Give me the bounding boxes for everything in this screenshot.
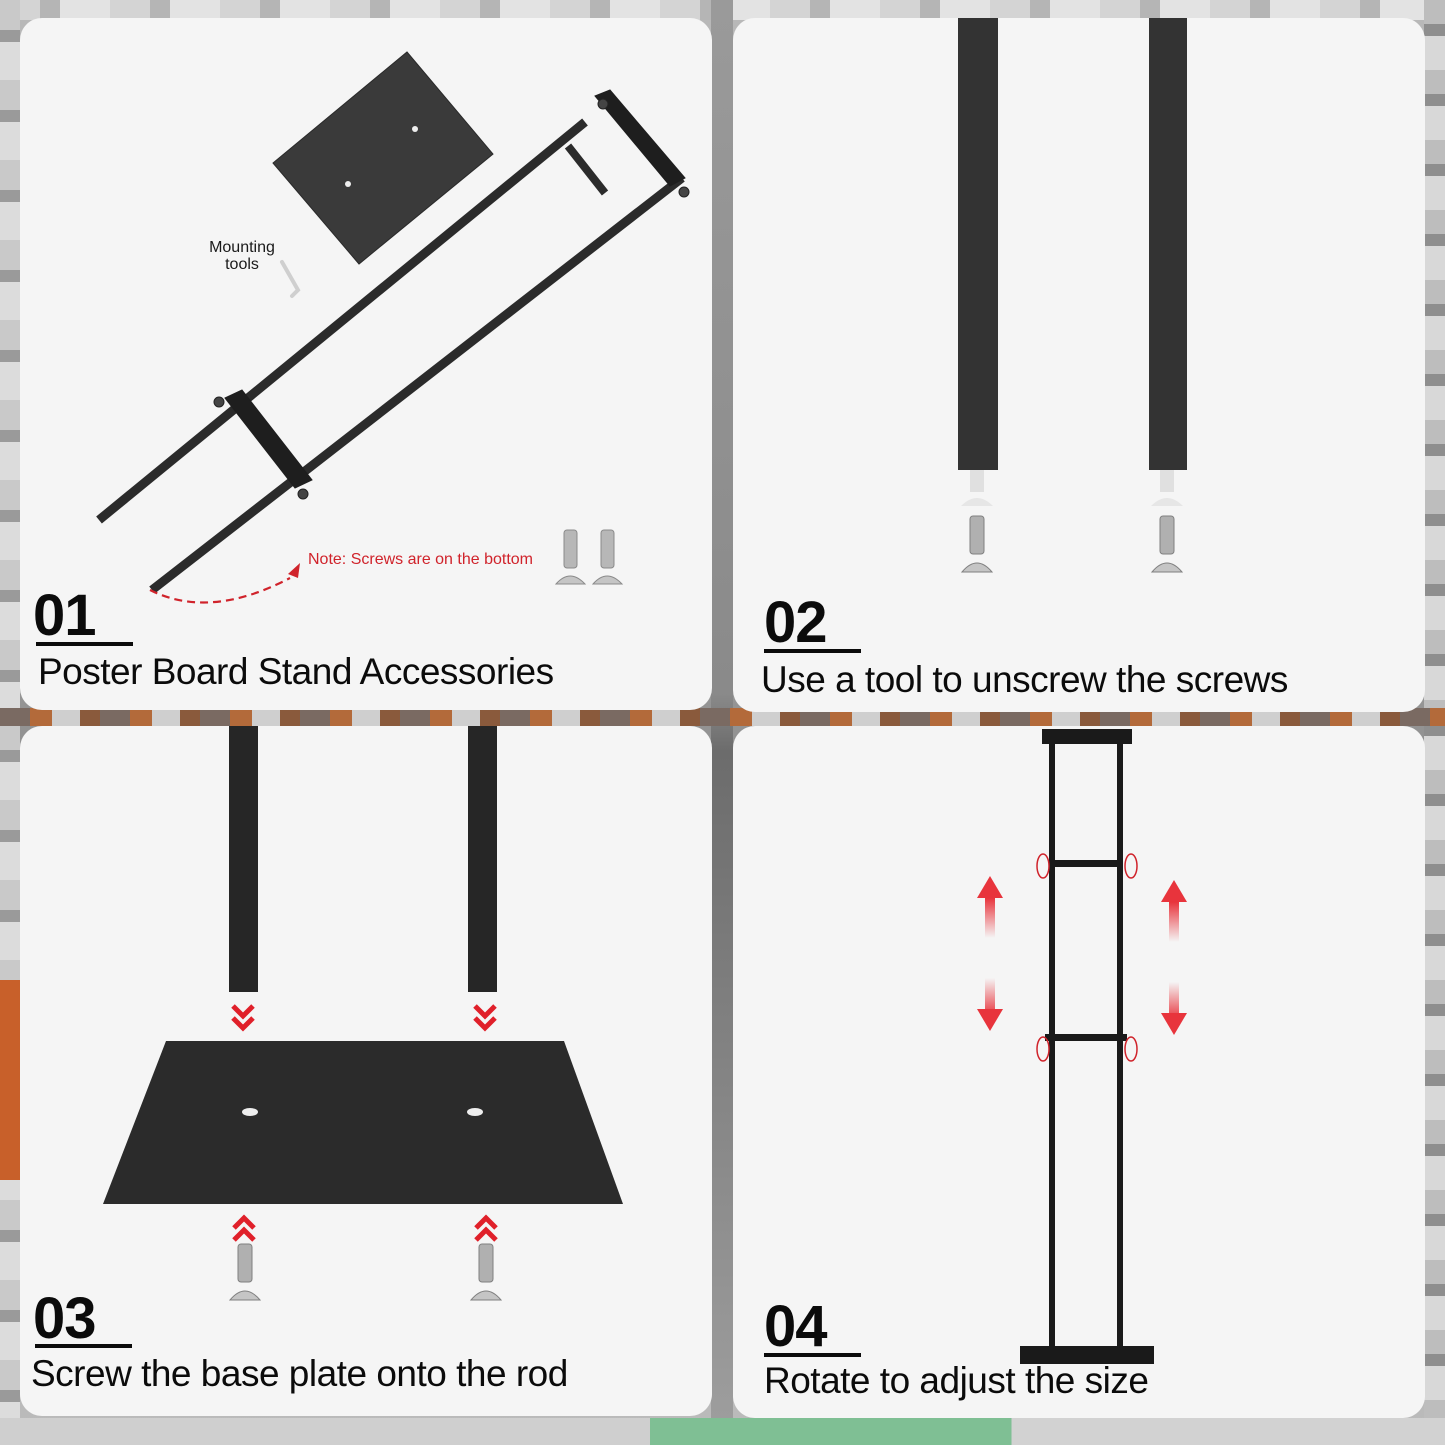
step-number: 03 — [33, 1286, 97, 1351]
step-caption: Screw the base plate onto the rod — [31, 1353, 568, 1394]
step-panel-01: Mounting tools Note: Screws are on the b… — [20, 18, 712, 710]
double-chevron-down-icon — [231, 1004, 497, 1032]
step-underline — [764, 1353, 861, 1357]
step-caption: Poster Board Stand Accessories — [38, 651, 554, 692]
screw-icon — [469, 1243, 503, 1301]
base-plate-icon — [103, 1041, 623, 1204]
rod-icon — [958, 18, 1187, 470]
screw-icon — [961, 470, 1183, 506]
step-underline — [35, 1344, 132, 1348]
background-middle — [0, 708, 1445, 726]
screw-icon — [554, 529, 587, 585]
step-caption: Rotate to adjust the size — [764, 1360, 1149, 1401]
adjust-size-illustration — [977, 729, 1187, 1364]
up-down-arrow-icon — [977, 876, 1187, 1035]
screws-note: Note: Screws are on the bottom — [308, 551, 533, 568]
step-number: 02 — [764, 590, 828, 655]
base-plate-icon — [272, 51, 494, 265]
rotate-knob-icon — [1036, 853, 1138, 1062]
step-number: 04 — [764, 1294, 828, 1359]
step-underline — [764, 649, 861, 653]
screw-icon — [228, 1243, 262, 1301]
rod-icon — [229, 726, 497, 992]
mounting-tools-label-line1: Mounting — [209, 239, 275, 256]
stand-frame-icon — [96, 89, 690, 594]
screw-icon — [591, 529, 624, 585]
mounting-tools-label-line2: tools — [225, 256, 259, 273]
double-chevron-up-icon — [232, 1214, 498, 1242]
step-underline — [36, 642, 133, 646]
screw-icon — [1150, 515, 1184, 573]
step-panel-03: 03 Screw the base plate onto the rod — [20, 726, 712, 1416]
dashed-arrow-icon — [149, 563, 300, 604]
background-floor — [0, 1418, 1445, 1445]
step-caption: Use a tool to unscrew the screws — [761, 659, 1288, 700]
step-panel-02: 02 Use a tool to unscrew the screws — [733, 18, 1425, 712]
background-orange-machine — [0, 980, 20, 1180]
mounting-tools-label: Mounting tools — [192, 239, 292, 273]
allen-key-icon — [280, 260, 301, 298]
screw-icon — [960, 515, 994, 573]
base-plate-illustration — [103, 726, 623, 1301]
unscrew-illustration — [958, 18, 1187, 573]
step-number: 01 — [33, 583, 97, 648]
stand-frame-icon — [1020, 729, 1154, 1364]
step-panel-04: 04 Rotate to adjust the size — [733, 726, 1425, 1418]
accessories-illustration — [96, 51, 690, 604]
